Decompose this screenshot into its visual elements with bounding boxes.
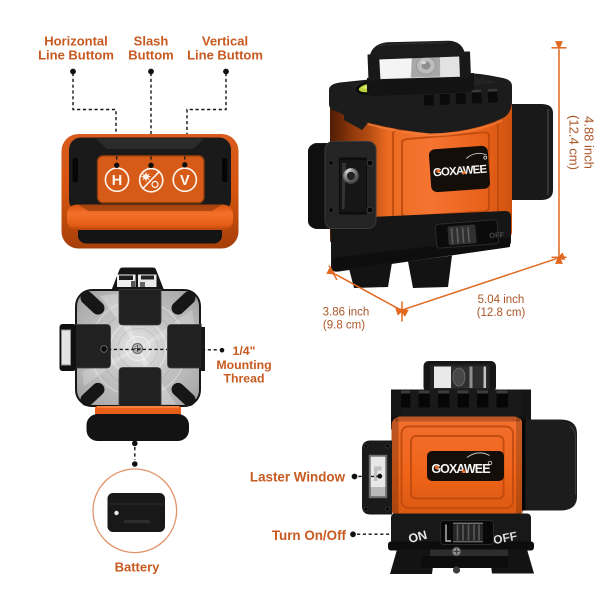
svg-text:OFF: OFF	[492, 529, 518, 547]
svg-text:Vertical: Vertical	[202, 34, 248, 49]
svg-text:OFF: OFF	[489, 230, 505, 240]
svg-text:Horizontal: Horizontal	[44, 34, 108, 49]
svg-text:(9.8 cm): (9.8 cm)	[323, 320, 365, 332]
svg-text:Buttom: Buttom	[128, 48, 174, 63]
svg-text:Mounting: Mounting	[216, 358, 271, 372]
svg-text:1/4": 1/4"	[233, 344, 256, 358]
svg-text:(12.8 cm): (12.8 cm)	[477, 307, 526, 319]
svg-text:GOXAWEE: GOXAWEE	[433, 164, 488, 180]
svg-text:3.86 inch: 3.86 inch	[323, 306, 370, 318]
svg-text:Battery: Battery	[115, 560, 161, 575]
svg-text:4.88 inch: 4.88 inch	[582, 116, 597, 169]
svg-text:Turn On/Off: Turn On/Off	[272, 528, 347, 543]
svg-text:V: V	[180, 173, 190, 189]
svg-text:ON: ON	[407, 528, 429, 546]
svg-text:(12.4 cm): (12.4 cm)	[567, 115, 582, 170]
svg-text:Line Buttom: Line Buttom	[187, 48, 263, 63]
svg-text:Line Buttom: Line Buttom	[38, 48, 114, 63]
svg-text:H: H	[112, 173, 122, 189]
svg-text:5.04 inch: 5.04 inch	[478, 294, 525, 306]
svg-text:Slash: Slash	[134, 34, 169, 49]
svg-text:GOXAWEE: GOXAWEE	[431, 462, 490, 476]
svg-text:Thread: Thread	[224, 372, 265, 386]
svg-text:Laster Window: Laster Window	[250, 469, 346, 484]
